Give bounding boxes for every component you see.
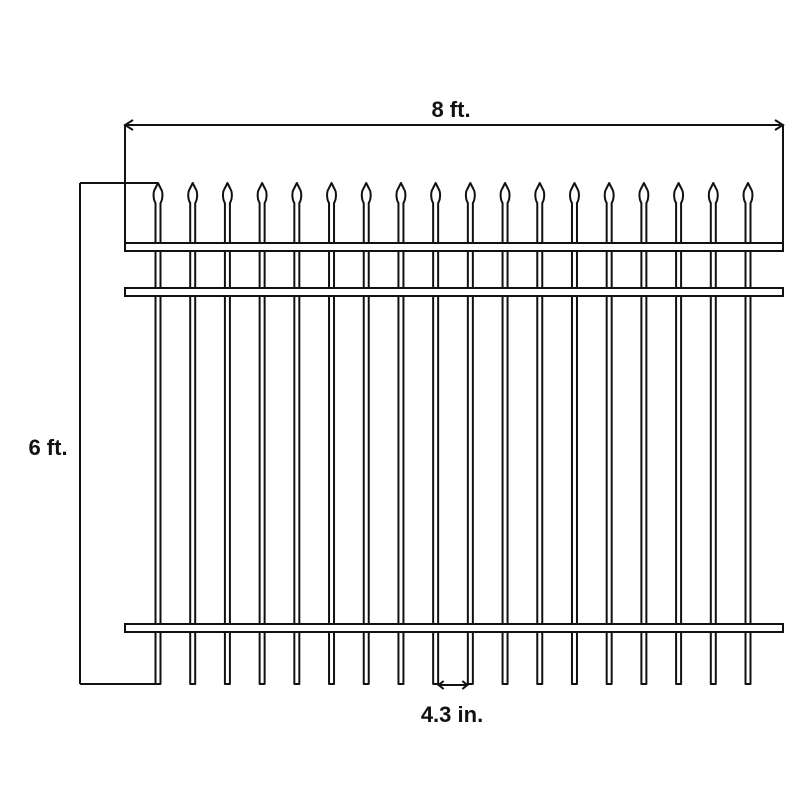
arrowhead-left bbox=[123, 119, 134, 131]
picket bbox=[742, 182, 754, 685]
bottom-rail bbox=[124, 623, 784, 633]
picket bbox=[291, 182, 303, 685]
spacing-dimension-label: 4.3 in. bbox=[420, 702, 484, 727]
picket bbox=[187, 182, 199, 685]
picket bbox=[464, 182, 476, 685]
picket bbox=[499, 182, 511, 685]
picket bbox=[534, 182, 546, 685]
picket bbox=[707, 182, 719, 685]
picket bbox=[569, 182, 580, 685]
middle-rail bbox=[124, 287, 784, 297]
picket bbox=[430, 182, 442, 685]
picket bbox=[326, 182, 337, 685]
spacing-arrowhead-left bbox=[437, 680, 445, 690]
picket bbox=[395, 182, 407, 685]
picket bbox=[603, 182, 615, 685]
picket bbox=[638, 182, 650, 685]
height-dimension-label: 6 ft. bbox=[28, 435, 68, 460]
spacing-arrowhead-right bbox=[461, 680, 469, 690]
arrowhead-right bbox=[774, 119, 785, 131]
width-dimension-label: 8 ft. bbox=[431, 97, 471, 122]
picket bbox=[673, 182, 685, 685]
top-rail bbox=[124, 242, 784, 252]
picket bbox=[221, 182, 233, 685]
picket bbox=[360, 182, 372, 685]
picket bbox=[256, 182, 268, 685]
picket bbox=[152, 182, 164, 685]
